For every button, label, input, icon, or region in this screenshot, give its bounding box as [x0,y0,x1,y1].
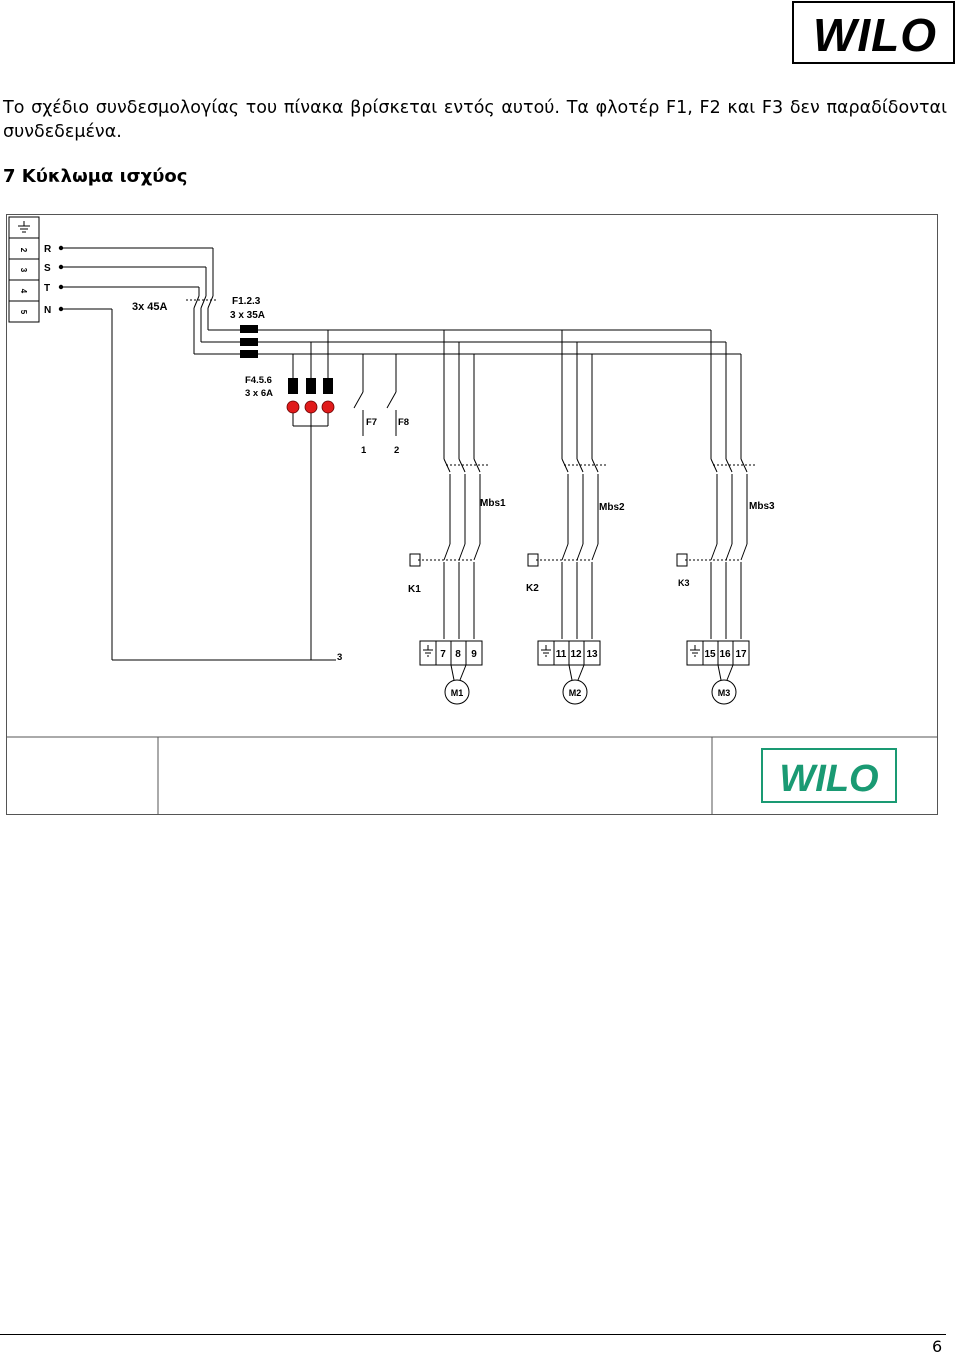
power-circuit-diagram: 2 3 4 5 R S T N 3x 45A F1.2.3 3 x 35A F4… [6,214,938,815]
phase-label: S [44,263,51,274]
motor-terminal-label: 12 [570,649,582,660]
motor-label: M2 [569,688,582,698]
breaker-label: Mbs3 [749,501,775,512]
relay-output-label: 2 [394,445,399,456]
page-number: 6 [932,1337,943,1356]
terminal-label: 2 [19,248,28,253]
intro-paragraph: Το σχέδιο συνδεσμολογίας του πίνακα βρίσ… [3,98,947,142]
motor-terminal-label: 7 [440,649,446,660]
control-fuses [286,378,335,414]
motor-terminal-label: 13 [586,649,598,660]
terminal-label: 3 [19,268,28,273]
fuse-group-label: F1.2.3 [232,296,261,307]
motor-label: M3 [718,688,731,698]
breaker-label: Mbs2 [599,502,625,513]
relay-label: F7 [366,417,377,428]
motor-terminal-label: 9 [471,649,477,660]
title-block-logo-text: WILO [779,758,878,800]
breaker-symbols [443,458,757,544]
terminal-label: 4 [19,289,28,294]
contactor-symbols [409,543,748,639]
footer-divider [0,1334,946,1335]
relay-label: F8 [398,417,409,428]
phase-label: R [44,244,52,255]
motor-terminal-label: 16 [719,649,731,660]
contactor-label: K1 [408,584,421,595]
wilo-logo-graphic: WILO [813,9,937,61]
motor-terminal-label: 15 [704,649,716,660]
title-block-logo: WILO [761,748,897,803]
motor-label: M1 [451,688,464,698]
main-switch-label: 3x 45A [132,301,168,313]
neutral-terminal-label: 3 [337,652,342,663]
motor-terminal-label: 11 [556,649,567,660]
control-fuse-rating: 3 x 6A [245,388,273,399]
phase-label: T [44,283,50,294]
control-fuse-label: F4.5.6 [245,375,272,386]
wilo-logo: WILO [792,1,955,64]
fuse-group-rating: 3 x 35A [230,310,265,321]
section-heading: 7 Κύκλωμα ισχύος [3,166,188,187]
wilo-logo-text: WILO [813,9,937,61]
contactor-label: K3 [678,578,690,588]
motor-terminal-label: 8 [455,649,461,660]
main-fuses [240,325,258,358]
motor-terminal-label: 17 [735,649,747,660]
relay-output-label: 1 [361,445,367,456]
phase-label: N [44,305,51,316]
breaker-label: Mbs1 [480,498,506,509]
contactor-label: K2 [526,583,539,594]
terminal-label: 5 [19,310,28,315]
